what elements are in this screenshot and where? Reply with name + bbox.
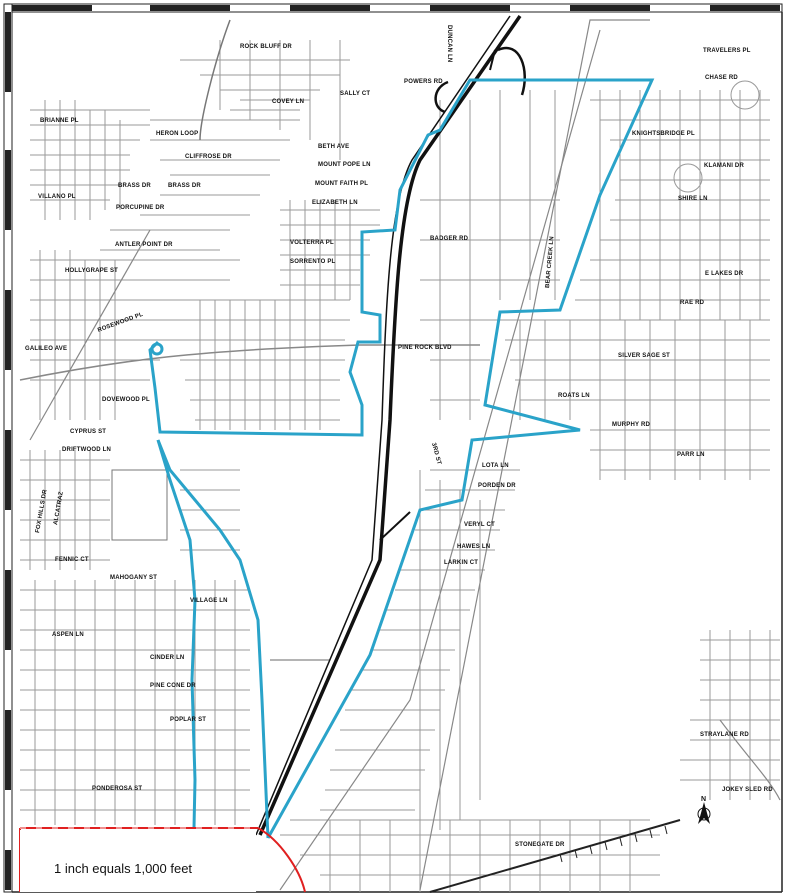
street-label: MOUNT POPE LN: [318, 162, 371, 168]
street-network: [19, 19, 781, 892]
street-label: ROCK BLUFF DR: [240, 44, 292, 50]
street-label: TRAVELERS PL: [703, 48, 751, 54]
scale-box: [20, 830, 256, 892]
street-label: CHASE RD: [705, 75, 738, 81]
street-label: ANTLER POINT DR: [115, 242, 173, 248]
street-label: CLIFFROSE DR: [185, 154, 232, 160]
street-label: SALLY CT: [340, 91, 371, 97]
street-label: CINDER LN: [150, 655, 185, 661]
boundary-loop-marker: [150, 342, 164, 356]
street-label: COVEY LN: [272, 99, 305, 105]
map-border: [3, 3, 783, 893]
street-label: PORCUPINE DR: [116, 205, 165, 211]
street-label: STONEGATE DR: [515, 842, 565, 848]
street-label: BRASS DR: [168, 183, 201, 189]
street-label: POPLAR ST: [170, 717, 207, 723]
street-label: PARR LN: [677, 452, 705, 458]
street-label: LOTA LN: [482, 463, 509, 469]
street-label: PINE ROCK BLVD: [398, 345, 452, 351]
street-label: E LAKES DR: [705, 271, 744, 277]
street-label: VILLANO PL: [38, 194, 76, 200]
street-label: GALILEO AVE: [25, 346, 68, 352]
street-label: VOLTERRA PL: [290, 240, 334, 246]
street-label: POWERS RD: [404, 79, 443, 85]
street-label: BRIANNE PL: [40, 118, 79, 124]
study-boundary: [148, 78, 655, 839]
street-label: DUNCAN LN: [446, 25, 452, 63]
street-label: KNIGHTSBRIDGE PL: [632, 131, 695, 137]
street-label: HAWES LN: [457, 544, 491, 550]
street-label: MURPHY RD: [612, 422, 651, 428]
street-label: SHIRE LN: [678, 196, 708, 202]
street-label: MAHOGANY ST: [110, 575, 158, 581]
street-label: CYPRUS ST: [70, 429, 107, 435]
street-label: SILVER SAGE ST: [618, 353, 671, 359]
street-label: DOVEWOOD PL: [102, 397, 150, 403]
street-label: MOUNT FAITH PL: [315, 181, 369, 187]
street-label: RAE RD: [680, 300, 705, 306]
street-label: BADGER RD: [430, 236, 469, 242]
street-label: STRAYLANE RD: [700, 732, 749, 738]
street-label: LARKIN CT: [444, 560, 479, 566]
street-label: BETH AVE: [318, 144, 350, 150]
street-label: DRIFTWOOD LN: [62, 447, 112, 453]
scale-text: 1 inch equals 1,000 feet: [54, 861, 193, 876]
street-label: BRASS DR: [118, 183, 151, 189]
railway: [429, 819, 681, 893]
north-arrow-icon: [697, 802, 711, 824]
street-label: HOLLYGRAPE ST: [65, 268, 119, 274]
street-label: ELIZABETH LN: [312, 200, 358, 206]
street-label: JOKEY SLED RD: [722, 787, 773, 793]
street-label: FENNIC CT: [55, 557, 89, 563]
street-label: ASPEN LN: [52, 632, 84, 638]
highway: [255, 15, 526, 836]
street-label: HERON LOOP: [156, 131, 199, 137]
street-label: VERYL CT: [464, 522, 495, 528]
street-label: PONDEROSA ST: [92, 786, 143, 792]
street-label: KLAMANI DR: [704, 163, 744, 169]
street-label: ROATS LN: [558, 393, 590, 399]
north-label: N: [701, 796, 707, 803]
street-label: SORRENTO PL: [290, 259, 336, 265]
street-label: PORDEN DR: [478, 483, 516, 489]
street-label: VILLAGE LN: [190, 598, 228, 604]
street-label: PINE CONE DR: [150, 683, 196, 689]
